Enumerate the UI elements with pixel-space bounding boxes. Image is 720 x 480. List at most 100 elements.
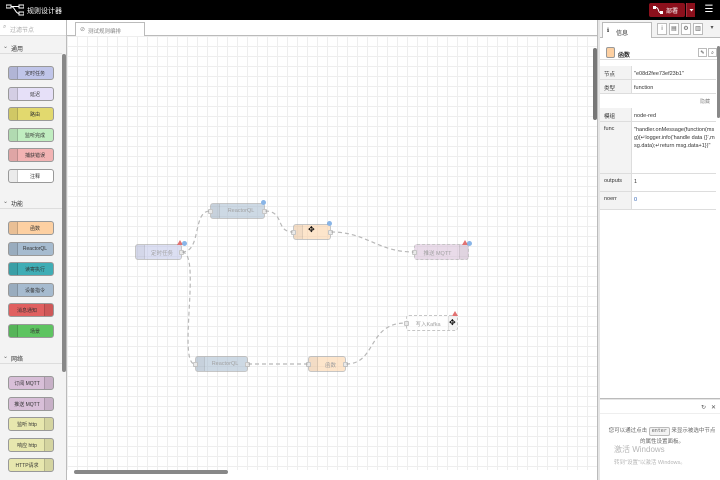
output-port[interactable] xyxy=(262,209,267,214)
palette-node[interactable]: HTTP请求 xyxy=(8,458,54,472)
node-type-icon xyxy=(309,357,318,371)
sidebar-splitter[interactable] xyxy=(597,20,600,480)
main-menu-button[interactable]: ☰ xyxy=(702,3,716,17)
palette-search[interactable]: ⌕ 过滤节点 xyxy=(0,20,66,36)
palette-node[interactable]: 监听 http xyxy=(8,417,54,431)
warning-icon xyxy=(452,311,458,316)
palette-node[interactable]: 设备指令 xyxy=(8,282,54,297)
logo-icon xyxy=(6,4,24,16)
node-type-icon xyxy=(294,225,303,239)
palette-node[interactable]: 延迟 xyxy=(8,86,54,101)
changed-indicator-icon xyxy=(327,221,332,226)
flow-node-func2[interactable]: 函数 xyxy=(306,356,348,372)
palette-scrollbar[interactable] xyxy=(62,54,66,372)
output-port[interactable] xyxy=(245,362,250,367)
tab-flow[interactable]: ⊘ 测试规则编排 xyxy=(75,22,145,36)
info-row-outputs: outputs 1 xyxy=(600,174,716,192)
flow-node-label: ReactorQL xyxy=(227,208,255,214)
flow-node-func1[interactable] xyxy=(291,221,333,240)
node-type-icon xyxy=(44,377,53,389)
wire-func1-mqtt xyxy=(330,231,415,253)
book-icon: ▤ xyxy=(671,26,677,32)
palette-node[interactable]: 消息通知 xyxy=(8,303,54,317)
tab-info[interactable]: ℹ 信息 xyxy=(602,22,652,38)
input-port[interactable] xyxy=(208,209,213,214)
palette-node[interactable]: 读寄执行 xyxy=(8,262,54,276)
output-port[interactable] xyxy=(328,230,333,235)
show-more-link[interactable]: 隐藏 xyxy=(700,99,711,105)
input-port[interactable] xyxy=(306,362,311,367)
node-type-icon xyxy=(44,438,53,451)
node-type-icon xyxy=(9,324,18,337)
flow-node-rql1[interactable]: ReactorQL xyxy=(208,200,267,219)
canvas-vertical-scrollbar[interactable] xyxy=(593,48,597,120)
node-type-icon xyxy=(136,245,145,259)
palette-node-label: 场景 xyxy=(29,328,40,335)
category-network[interactable]: ⌄ 网络 xyxy=(0,350,62,364)
search-icon: ⌕ xyxy=(711,50,714,56)
palette-node[interactable]: 注释 xyxy=(8,168,54,183)
palette-node[interactable]: 定时任务 xyxy=(8,66,54,80)
input-port[interactable] xyxy=(193,362,198,367)
watermark-subtitle: 转到"设置"以激活 Windows。 xyxy=(614,460,686,466)
category-function[interactable]: ⌄ 功能 xyxy=(0,195,62,209)
input-port[interactable] xyxy=(412,250,417,255)
palette-node-label: 消息通知 xyxy=(16,308,37,314)
output-port[interactable] xyxy=(343,362,348,367)
deploy-button[interactable]: 部署 xyxy=(649,3,685,17)
input-port[interactable] xyxy=(291,230,296,235)
palette-node-label: 推送 MQTT xyxy=(14,401,40,408)
deploy-dropdown-button[interactable] xyxy=(686,3,695,17)
node-type-icon xyxy=(9,169,18,182)
tab-delete[interactable]: ▥ xyxy=(693,23,703,35)
palette-node[interactable]: ReactorQL xyxy=(8,241,54,256)
function-node-icon xyxy=(606,47,615,58)
refresh-icon[interactable]: ↻ xyxy=(701,405,707,411)
palette-node[interactable]: 订阅 MQTT xyxy=(8,376,54,390)
palette-node[interactable]: 场景 xyxy=(8,323,54,338)
wires-layer xyxy=(181,210,415,365)
output-port[interactable] xyxy=(179,250,184,255)
palette-node[interactable]: 捕获错误 xyxy=(8,148,54,162)
palette-node[interactable]: 函数 xyxy=(8,221,54,235)
search-node-button[interactable]: ⌕ xyxy=(708,48,717,57)
palette-node-label: 监听完成 xyxy=(24,132,45,139)
palette-node[interactable]: 推送 MQTT xyxy=(8,396,54,411)
palette-node[interactable]: 监听完成 xyxy=(8,127,54,142)
tab-label: 测试规则编排 xyxy=(88,29,122,35)
palette-node[interactable]: 路由 xyxy=(8,107,54,121)
close-icon[interactable]: ✕ xyxy=(711,405,717,411)
palette-node[interactable]: 响应 http xyxy=(8,437,54,452)
flow-node-label: 推送 MQTT xyxy=(423,251,452,257)
flow-node-timer[interactable]: 定时任务 xyxy=(135,240,187,260)
info-key: noerr xyxy=(604,196,617,202)
info-icon: ℹ xyxy=(607,28,610,34)
caret-down-icon xyxy=(689,9,694,12)
flow-node-rql2[interactable]: ReactorQL xyxy=(193,356,250,372)
flow-node-mqtt[interactable]: 推送 MQTT xyxy=(412,240,472,260)
info-value: "handler.onMessage(function(msg){↵logger… xyxy=(634,127,715,149)
input-port[interactable] xyxy=(404,321,409,326)
palette-node-label: 函数 xyxy=(29,226,40,232)
tab-help[interactable]: ▤ xyxy=(669,23,679,35)
flow-node-kafka[interactable]: 写入Kafka xyxy=(404,311,458,331)
warning-icon xyxy=(462,240,468,245)
sidebar-menu-button[interactable]: ▾ xyxy=(707,23,717,35)
info-value: 0 xyxy=(634,197,638,203)
changed-indicator-icon xyxy=(261,200,266,205)
tab-config[interactable]: ⚙ xyxy=(681,23,691,35)
palette-node-label: ReactorQL xyxy=(22,245,48,252)
node-type-icon xyxy=(9,67,18,79)
tab-info-small[interactable]: i xyxy=(657,23,667,35)
category-common[interactable]: ⌄ 通用 xyxy=(0,40,62,54)
edit-node-button[interactable]: ✎ xyxy=(698,48,707,57)
info-row-type: 类型 function xyxy=(600,80,716,94)
canvas-horizontal-scrollbar[interactable] xyxy=(74,470,228,474)
sidebar-scrollbar[interactable] xyxy=(717,46,720,118)
sidebar-help-splitter[interactable] xyxy=(600,398,720,400)
flow-node-label: 函数 xyxy=(324,363,336,369)
palette-node-label: 定时任务 xyxy=(24,71,45,77)
node-type-icon xyxy=(44,459,53,471)
help-text-part1: 您可以通过点击 xyxy=(608,428,648,434)
